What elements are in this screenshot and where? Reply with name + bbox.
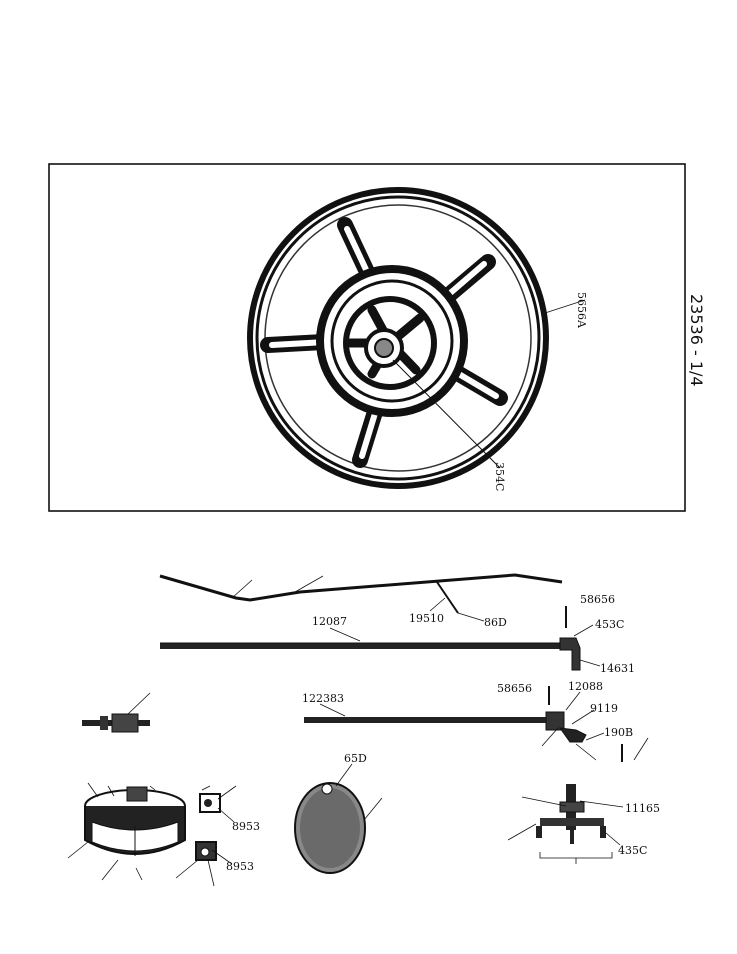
lower-rod <box>304 717 554 723</box>
lower-bracket <box>546 712 586 742</box>
label-bracket-top: 14631 <box>600 662 635 675</box>
label-fitting: 11165 <box>625 802 660 815</box>
label-fitting-pins: 435C <box>618 844 647 857</box>
upper-rod <box>160 643 570 649</box>
label-upper-rod: 12087 <box>312 615 347 628</box>
label-pin-top: 58656 <box>580 593 615 606</box>
upper-bent-bar <box>160 575 562 600</box>
label-cap: 65D <box>344 752 367 765</box>
label-bolt: 9119 <box>590 702 618 715</box>
label-hub: 354C <box>493 462 506 491</box>
fitting-part <box>536 784 606 844</box>
label-clip-pin-small: 86D <box>484 616 507 629</box>
label-rim: 5656A <box>575 292 588 329</box>
label-lower-rod: 122383 <box>302 692 344 705</box>
label-pin-lower: 58656 <box>497 682 532 695</box>
label-nut-top: 453C <box>595 618 624 631</box>
cover-housing <box>85 787 185 856</box>
side-code: 23536 - 1/4 <box>687 294 706 387</box>
label-lower-bracket: 12088 <box>568 680 603 693</box>
oval-cap <box>295 783 365 873</box>
label-washer: 190B <box>604 726 633 739</box>
upper-rod-bracket <box>560 638 580 670</box>
coupling-part <box>82 714 150 732</box>
label-clip-b: 8953 <box>226 860 254 873</box>
clip-a <box>200 794 220 812</box>
label-clip-a: 8953 <box>232 820 260 833</box>
label-clip-pin: 19510 <box>409 612 444 625</box>
wheel-illustration <box>250 190 546 486</box>
